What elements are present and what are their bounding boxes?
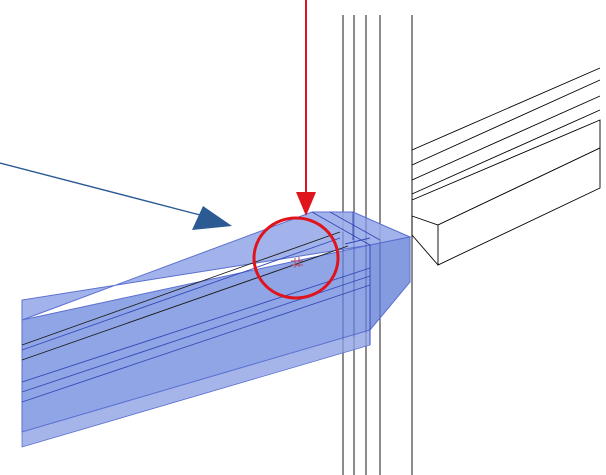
selected-beam[interactable] xyxy=(21,211,412,448)
arrow-down-icon xyxy=(296,0,316,216)
crosshair-snap-icon xyxy=(291,257,303,268)
right-beam[interactable] xyxy=(411,67,601,266)
arrow-pointer-icon xyxy=(0,162,232,230)
circle-highlight-icon xyxy=(252,216,340,300)
